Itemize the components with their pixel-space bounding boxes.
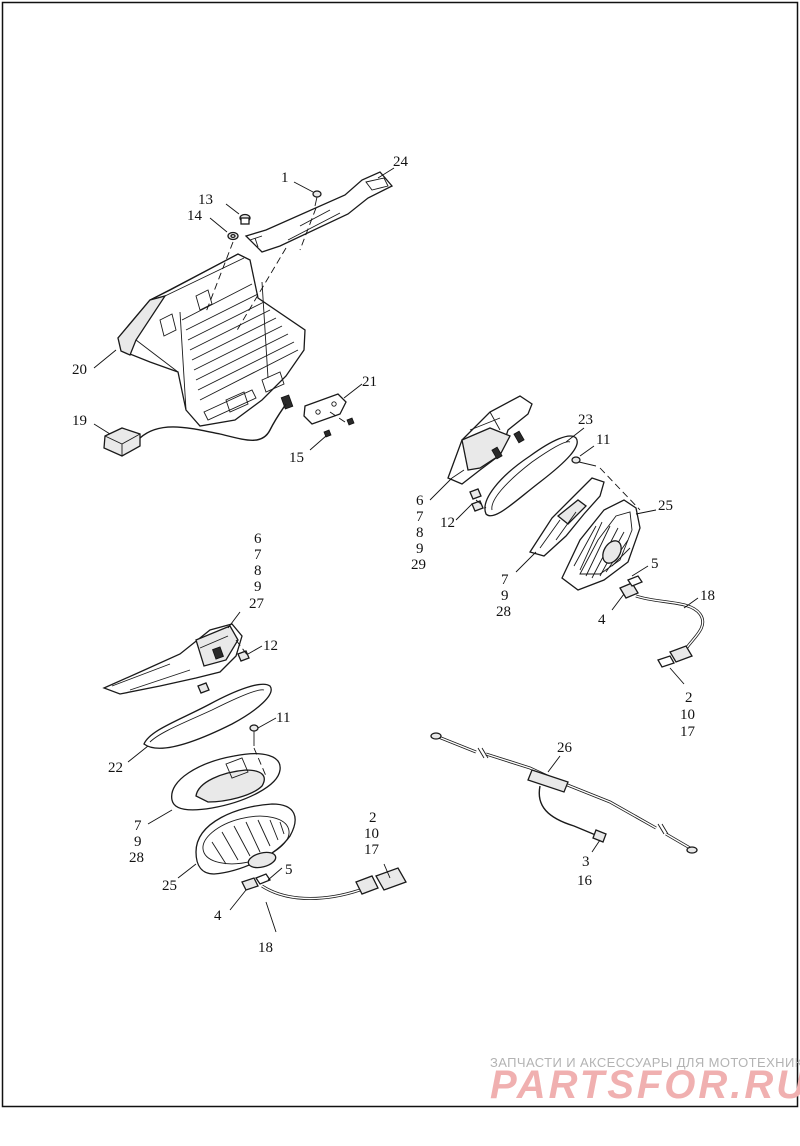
assembly-line: [475, 467, 641, 511]
callout-3: 3: [582, 854, 590, 870]
callout-17: 17: [364, 842, 380, 858]
callout-22: 22: [108, 760, 123, 776]
gps-antenna-19: [103, 403, 287, 457]
screw-11-right: [571, 456, 597, 467]
callout-7: 7: [134, 818, 142, 834]
harness-18-right: [619, 575, 705, 668]
watermark-logo: PARTSFOR.RU: [490, 1063, 800, 1107]
bracket-21: [303, 393, 347, 425]
callout-7: 7: [501, 572, 509, 588]
amplifier-assembly: [103, 171, 394, 457]
bolt-13: [239, 213, 251, 225]
mounting-strap-24: [244, 171, 394, 253]
callout-19: 19: [72, 413, 87, 429]
harness-26: [430, 732, 698, 854]
callout-7: 7: [254, 547, 262, 563]
callout-5: 5: [285, 862, 293, 878]
callout-28: 28: [496, 604, 511, 620]
callout-2: 2: [369, 810, 377, 826]
screw-1: [312, 190, 322, 207]
callout-23: 23: [578, 412, 593, 428]
washer-14: [227, 231, 239, 241]
harness-18-left: [241, 867, 407, 900]
left-speaker-assembly: [102, 623, 407, 900]
callout-16: 16: [577, 873, 593, 889]
gasket-23: [484, 435, 578, 517]
callout-9: 9: [416, 541, 424, 557]
callout-13: 13: [198, 192, 213, 208]
right-speaker-assembly: [447, 395, 705, 668]
callout-25: 25: [658, 498, 673, 514]
clip-12-left: [197, 650, 250, 694]
callout-24: 24: [393, 154, 409, 170]
callout-18: 18: [258, 940, 273, 956]
callout-labels: 1 24 13 14 20 21 19 15 23 11 6 7 8 9 29 …: [72, 154, 715, 956]
speaker-bracket-27: [102, 623, 243, 695]
callout-5: 5: [651, 556, 659, 572]
callout-12: 12: [263, 638, 278, 654]
watermark-caption: ЗАПЧАСТИ И АКСЕССУАРЫ ДЛЯ МОТОТЕХНИКИ: [490, 1055, 800, 1070]
callout-7: 7: [416, 509, 424, 525]
leader-lines: [93, 167, 699, 933]
callout-15: 15: [289, 450, 304, 466]
callout-10: 10: [364, 826, 379, 842]
callout-27: 27: [249, 596, 265, 612]
callout-20: 20: [72, 362, 87, 378]
assembly-line: [235, 639, 267, 777]
callout-9: 9: [134, 834, 142, 850]
callout-12: 12: [440, 515, 455, 531]
callout-8: 8: [254, 563, 262, 579]
callout-10: 10: [680, 707, 695, 723]
callout-18: 18: [700, 588, 715, 604]
callout-25: 25: [162, 878, 177, 894]
gasket-22: [143, 683, 272, 749]
callout-21: 21: [362, 374, 377, 390]
callout-11: 11: [596, 432, 610, 448]
callout-4: 4: [598, 612, 606, 628]
speaker-adapter-7: [528, 477, 605, 557]
callout-1: 1: [281, 170, 289, 186]
watermark: ЗАПЧАСТИ И АКСЕССУАРЫ ДЛЯ МОТОТЕХНИКИ PA…: [490, 1055, 800, 1107]
assembly-line: [205, 207, 349, 425]
callout-6: 6: [416, 493, 424, 509]
callout-9: 9: [254, 579, 262, 595]
callout-6: 6: [254, 531, 262, 547]
callout-14: 14: [187, 208, 203, 224]
amplifier-20: [117, 253, 306, 427]
callout-26: 26: [557, 740, 573, 756]
callout-8: 8: [416, 525, 424, 541]
callout-17: 17: [680, 724, 696, 740]
callout-28: 28: [129, 850, 144, 866]
callout-11: 11: [276, 710, 290, 726]
callout-2: 2: [685, 690, 693, 706]
callout-4: 4: [214, 908, 222, 924]
speaker-bracket-6: [447, 395, 533, 485]
speaker-adapter-28: [171, 753, 281, 811]
speaker-25-left: [195, 803, 296, 875]
screw-15: [323, 417, 355, 438]
callout-29: 29: [411, 557, 426, 573]
page-border: [1, 1, 799, 1108]
callout-9: 9: [501, 588, 509, 604]
speaker-25-right: [561, 499, 641, 591]
screw-11-left: [249, 724, 259, 746]
